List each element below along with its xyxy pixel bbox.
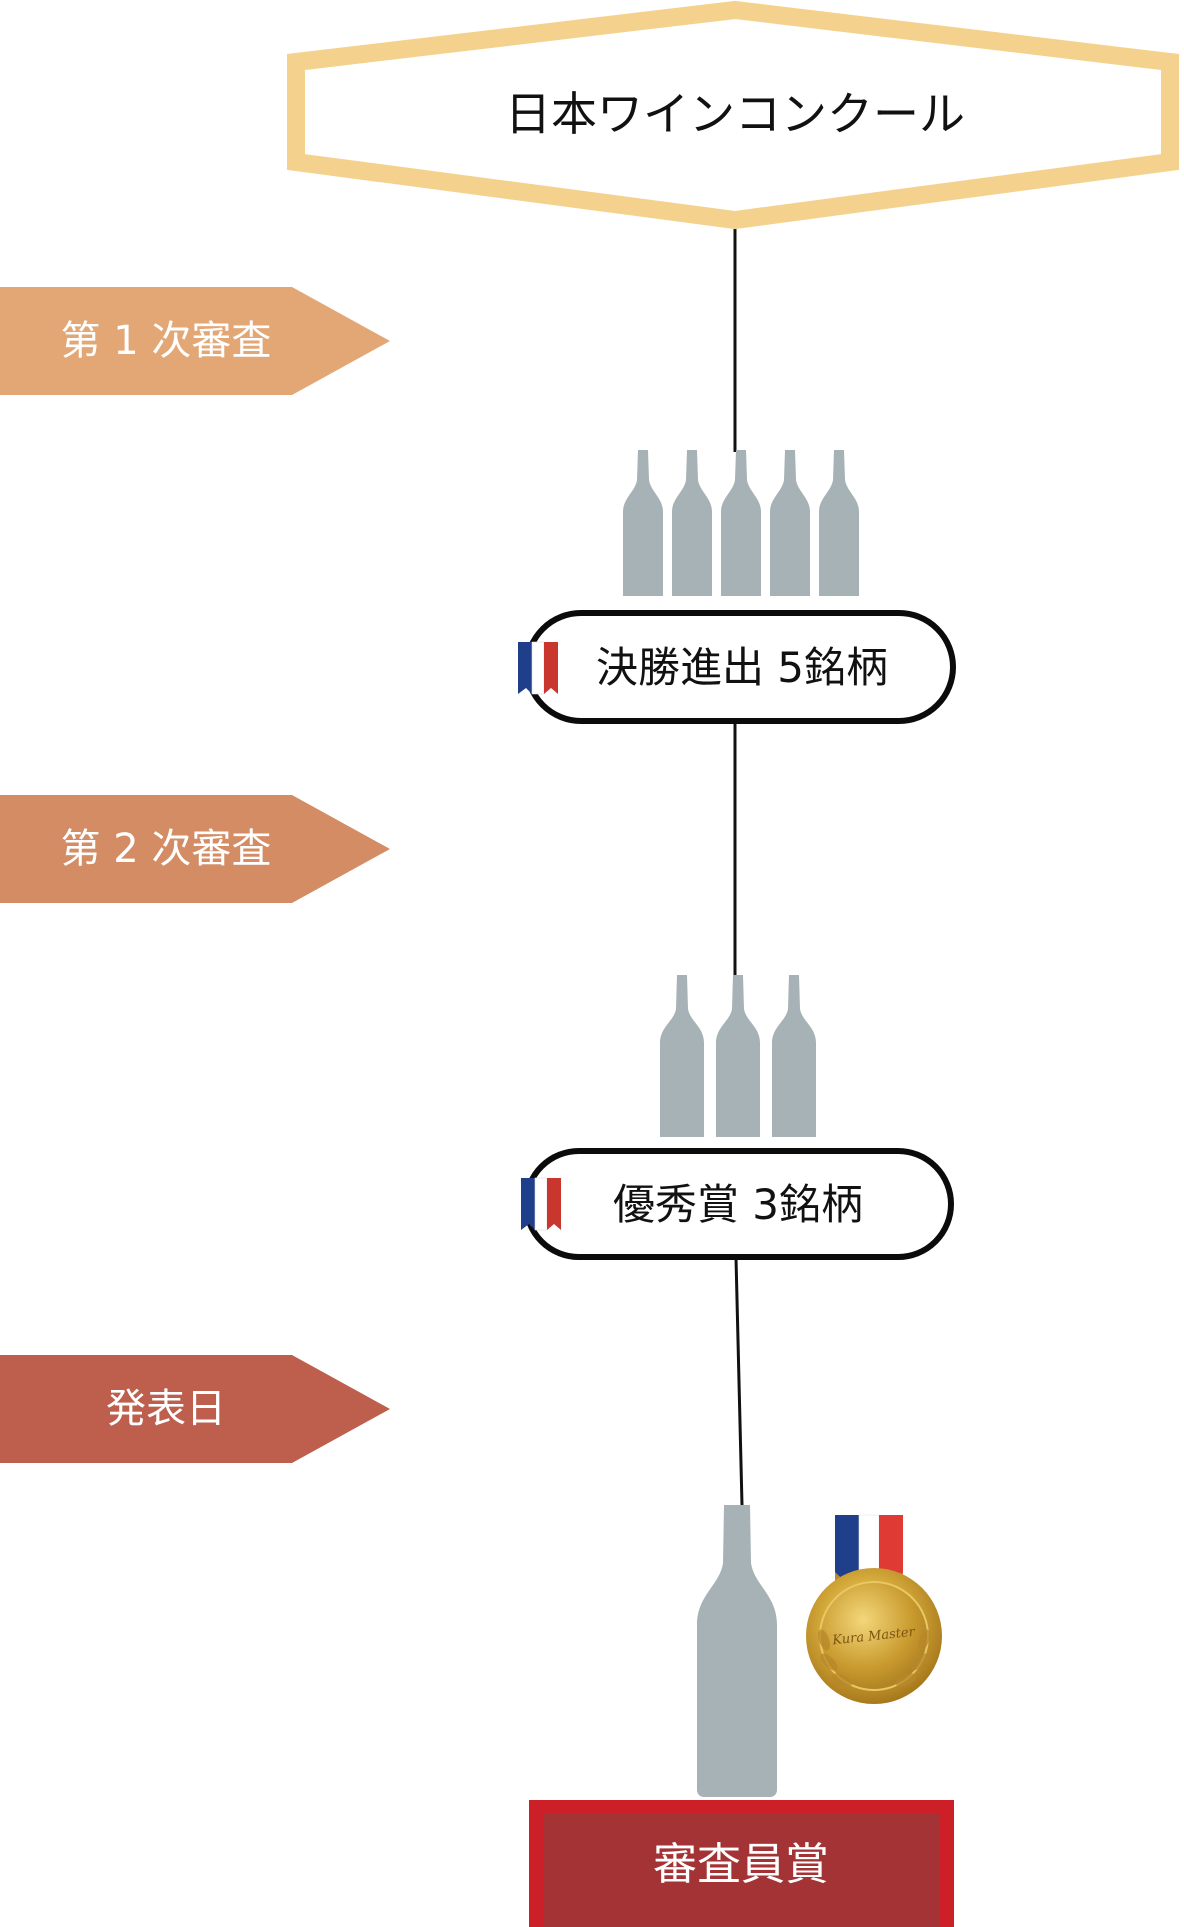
stage-arrow-1: 第 1 次審査 <box>0 287 390 395</box>
bottle-icon <box>623 450 663 596</box>
gold-medal-icon: Kura Master <box>806 1514 942 1704</box>
bottle-group-finalists <box>623 450 859 596</box>
bottle-icon <box>672 450 712 596</box>
result-label-excellence: 優秀賞 3銘柄 <box>613 1180 863 1229</box>
final-award-box: 審査員賞 <box>529 1800 954 1927</box>
bottle-icon <box>660 975 704 1137</box>
bottle-icon <box>697 1505 777 1797</box>
french-flag-ribbon-icon <box>521 1177 561 1231</box>
connector-line-3 <box>734 1257 744 1506</box>
stage-label-3: 発表日 <box>106 1386 226 1432</box>
bottle-icon <box>721 450 761 596</box>
diagram-title: 日本ワインコンクール <box>505 87 965 141</box>
stage-arrow-2: 第 2 次審査 <box>0 795 390 903</box>
bottle-icon <box>819 450 859 596</box>
result-pill-finalists: 決勝進出 5銘柄 <box>518 610 956 724</box>
result-label-finalists: 決勝進出 5銘柄 <box>596 643 888 692</box>
title-hexagon: 日本ワインコンクール <box>287 0 1179 230</box>
final-award-label: 審査員賞 <box>653 1839 829 1890</box>
bottle-group-excellence <box>660 975 816 1137</box>
stage-label-1: 第 1 次審査 <box>61 318 272 364</box>
bottle-icon <box>716 975 760 1137</box>
stage-arrow-3: 発表日 <box>0 1355 390 1463</box>
bottle-icon <box>770 450 810 596</box>
stage-label-2: 第 2 次審査 <box>61 826 272 872</box>
result-pill-excellence: 優秀賞 3銘柄 <box>521 1148 954 1260</box>
bottle-icon <box>772 975 816 1137</box>
french-flag-ribbon-icon <box>518 641 558 695</box>
